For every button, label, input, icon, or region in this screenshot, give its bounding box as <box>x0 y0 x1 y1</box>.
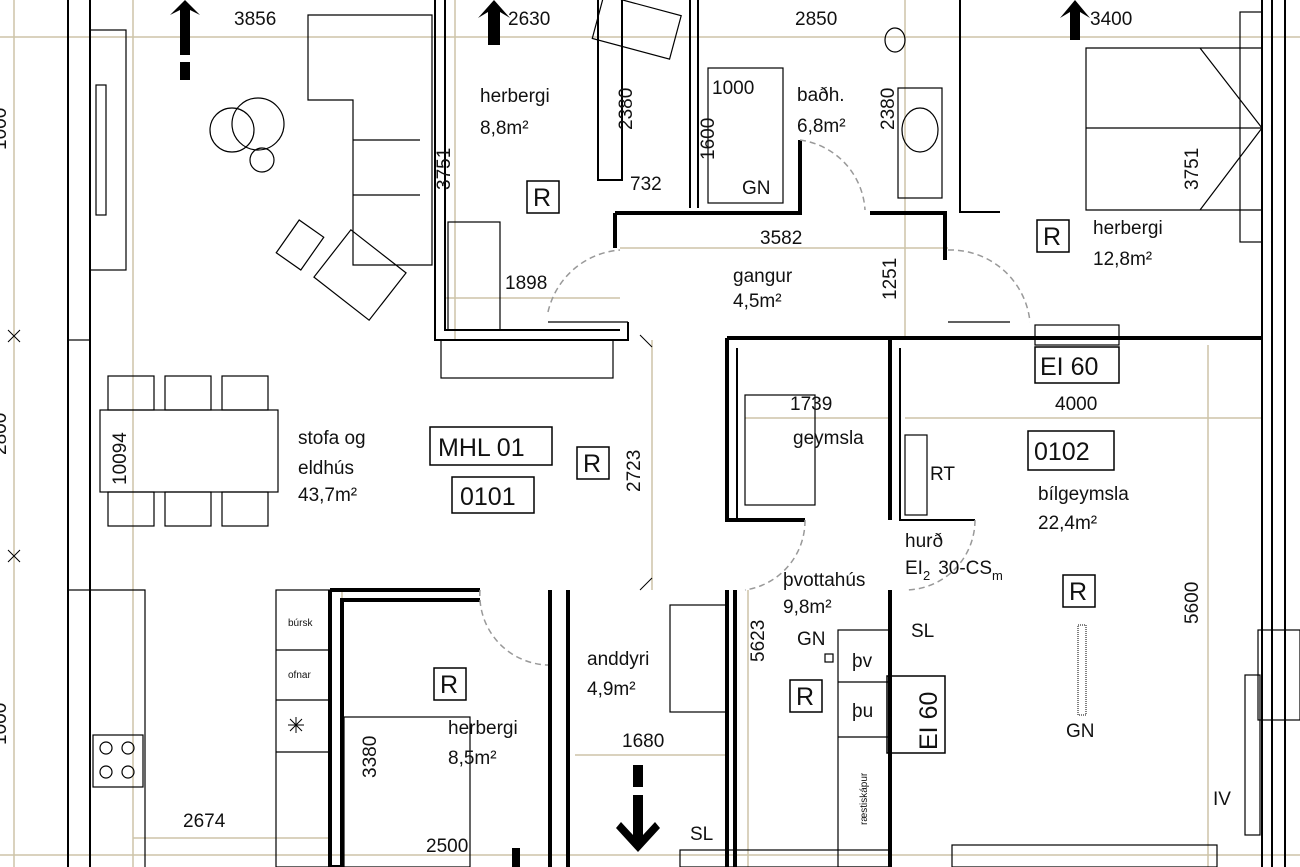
dim-label: 3380 <box>360 736 381 778</box>
cooktop-icon <box>92 734 144 788</box>
iv-marker: IV <box>1213 789 1231 810</box>
room-name: herbergi <box>448 718 518 739</box>
dim-label: 732 <box>630 174 662 195</box>
r-marker: R <box>533 184 551 212</box>
room-name: eldhús <box>298 458 354 479</box>
washer-label: þv <box>852 651 873 672</box>
fixture-labels: búrsk ofnar þv þu ræstiskápur <box>288 618 873 825</box>
room-name: anddyri <box>587 649 649 670</box>
room-area: 22,4m² <box>1038 513 1097 534</box>
room-area: 6,8m² <box>797 116 846 137</box>
r-marker: R <box>796 683 814 711</box>
sl-marker: SL <box>690 824 713 845</box>
room-name: stofa og <box>298 428 366 449</box>
room-name: bílgeymsla <box>1038 484 1129 505</box>
dim-label: 3400 <box>1090 9 1132 30</box>
unit-labels: MHL 01 0101 0102 <box>429 426 1115 514</box>
r-marker: R <box>1043 223 1061 251</box>
room-area: 43,7m² <box>298 485 357 506</box>
room-name: geymsla <box>793 428 864 449</box>
dim-label: 1600 <box>698 118 719 160</box>
dim-label: 3751 <box>434 148 455 190</box>
dimension-labels: 3856 2630 2850 3400 1000 2800 1000 2380 … <box>0 9 1203 857</box>
sl-marker: SL <box>911 621 934 642</box>
dim-label: 1898 <box>505 273 547 294</box>
dim-label: 3751 <box>1182 148 1203 190</box>
room-name: gangur <box>733 266 793 287</box>
dim-label: 2380 <box>878 88 899 130</box>
walls <box>67 0 1300 867</box>
r-marker: R <box>440 671 458 699</box>
room-area: 8,5m² <box>448 748 497 769</box>
room-area: 4,9m² <box>587 679 636 700</box>
furniture <box>90 0 1263 867</box>
dim-label: 1680 <box>622 731 664 752</box>
gn-marker: GN <box>797 629 826 650</box>
room-labels: herbergi 8,8m² baðh. 6,8m² herbergi 12,8… <box>298 85 1163 769</box>
rt-marker: RT <box>930 464 955 485</box>
dim-label: 10094 <box>110 432 131 485</box>
dim-label: 2380 <box>616 88 637 130</box>
fire-rating-label: EI 60 <box>915 692 943 750</box>
dim-label: 2500 <box>426 836 468 857</box>
room-name: baðh. <box>797 85 845 106</box>
dim-label: 1000 <box>0 703 11 745</box>
r-marker: R <box>1069 578 1087 606</box>
room-name: herbergi <box>1093 218 1163 239</box>
section-arrows <box>170 0 1090 867</box>
dim-label: 3582 <box>760 228 802 249</box>
unit-number: 0101 <box>460 483 516 511</box>
dim-label: 3856 <box>234 9 276 30</box>
dim-label: 2630 <box>508 9 550 30</box>
mhl-label: MHL 01 <box>438 434 525 462</box>
dim-label: 1000 <box>712 78 754 99</box>
gn-marker: GN <box>742 178 771 199</box>
cleaning-closet-label: ræstiskápur <box>859 772 870 825</box>
room-area: 9,8m² <box>783 597 832 618</box>
dryer-label: þu <box>852 701 873 722</box>
pantry-label: búrsk <box>288 618 313 629</box>
dim-label: 2850 <box>795 9 837 30</box>
fire-rating-label: EI 60 <box>1040 353 1098 381</box>
dim-label: 5600 <box>1182 582 1203 624</box>
unit-number: 0102 <box>1034 438 1090 466</box>
room-area: 12,8m² <box>1093 249 1152 270</box>
dim-label: 2723 <box>624 450 645 492</box>
r-marker: R <box>583 450 601 478</box>
dim-label: 4000 <box>1055 394 1097 415</box>
room-name: herbergi <box>480 86 550 107</box>
dim-label: 2674 <box>183 811 226 832</box>
dim-label: 2800 <box>0 413 11 455</box>
room-name: þvottahús <box>783 570 865 591</box>
dim-label: 1251 <box>880 258 901 300</box>
room-area: 8,8m² <box>480 118 529 139</box>
door-swings <box>479 139 1031 666</box>
gn-marker: GN <box>1066 721 1095 742</box>
markers: R R R R R R GN GN GN RT SL SL IV <box>433 178 1231 845</box>
dim-label: 5623 <box>748 620 769 662</box>
dim-label: 1000 <box>0 108 11 150</box>
dim-label: 1739 <box>790 394 832 415</box>
oven-label: ofnar <box>288 670 311 681</box>
door-label: hurð <box>905 531 943 552</box>
room-area: 4,5m² <box>733 291 782 312</box>
